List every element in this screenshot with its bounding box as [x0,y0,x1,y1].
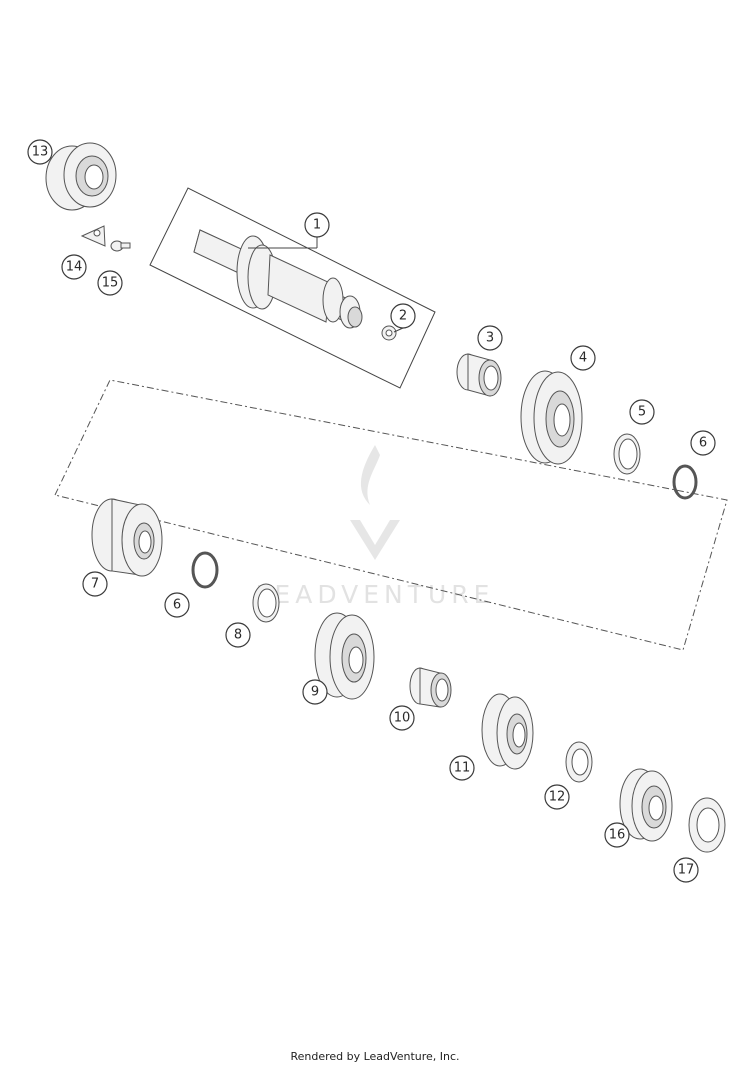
callout-7: 7 [82,571,108,597]
footer-credit: Rendered by LeadVenture, Inc. [290,1050,460,1063]
snap-ring-6-right [672,464,698,500]
gear-assembly-dashed-outline [54,379,728,651]
callout-7-label: 7 [91,577,99,592]
nut-2 [381,325,397,341]
callout-11-label: 11 [454,761,471,776]
callout-2-label: 2 [399,309,407,324]
washer-8 [252,583,280,623]
callout-12-label: 12 [549,790,566,805]
callout-14: 14 [61,254,87,280]
lock-plate-14 [80,225,106,247]
gear-4 [520,370,583,465]
callout-3: 3 [477,325,503,351]
callout-4-label: 4 [579,351,587,366]
callout-14-label: 14 [66,260,83,275]
callout-8-label: 8 [234,628,242,643]
callout-16-label: 16 [609,828,626,843]
callout-10: 10 [389,705,415,731]
callout-17: 17 [673,857,699,883]
gear-9 [314,612,375,700]
callout-11: 11 [449,755,475,781]
callout-15: 15 [97,270,123,296]
callout-6-left-label: 6 [173,598,181,613]
snap-ring-6-left [191,551,219,589]
callout-9: 9 [302,679,328,705]
leadventure-watermark-logo: LEADVENTURE [256,445,495,609]
callout-5: 5 [629,399,655,425]
washer-12 [565,741,593,783]
callout-4: 4 [570,345,596,371]
callout-6-left: 6 [164,592,190,618]
main-shaft-1 [193,229,363,329]
bushing-3 [456,353,502,397]
callout-8: 8 [225,622,251,648]
watermark-text: LEADVENTURE [256,580,495,609]
callout-12: 12 [544,784,570,810]
callout-6-right: 6 [690,430,716,456]
bearing-13 [45,142,117,211]
needle-bearing-10 [409,667,452,708]
callout-9-label: 9 [311,685,319,700]
callout-5-label: 5 [638,405,646,420]
shaft-assembly-outline [149,187,436,389]
shim-17 [688,797,726,853]
callout-10-label: 10 [394,711,411,726]
callout-13: 13 [27,139,53,165]
callout-3-label: 3 [486,331,494,346]
callout-1-label: 1 [313,218,321,233]
callout-17-label: 17 [678,863,695,878]
callout-15-label: 15 [102,276,119,291]
bearing-16 [619,768,673,842]
leader-lines [248,237,404,333]
gear-7 [91,498,163,577]
callout-16: 16 [604,822,630,848]
screw-15 [110,240,131,252]
washer-5 [613,433,641,475]
callout-2: 2 [390,303,416,329]
callout-6-right-label: 6 [699,436,707,451]
gear-11 [481,693,534,770]
callout-13-label: 13 [32,145,49,160]
callout-1: 1 [304,212,330,238]
